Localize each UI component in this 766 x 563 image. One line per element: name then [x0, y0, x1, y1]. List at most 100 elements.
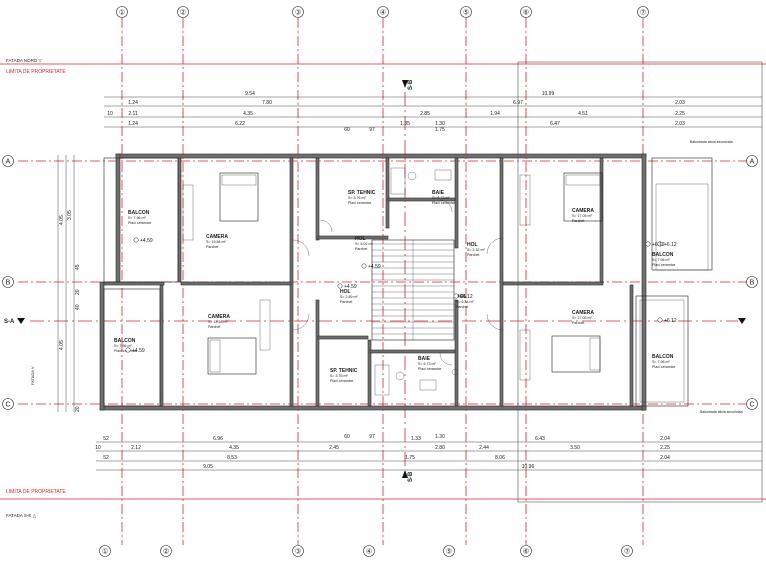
room-area: S= 7.96 m²: [128, 216, 146, 220]
room-finish: Placi ceramice: [114, 349, 137, 353]
grid-lines: [18, 18, 748, 545]
walls: [99, 153, 647, 411]
dim-bot-r3-2: 1.75: [405, 455, 415, 461]
room-area: S= 17.05 m²: [572, 316, 592, 320]
axis-label-B-left: B: [6, 280, 11, 287]
dim-top-r2-2: 6.97: [513, 100, 523, 106]
dim-top-r4-4: 6.47: [550, 121, 560, 127]
room-area: S= 7.96 m²: [652, 360, 670, 364]
dim-bot-r1-5: 2.04: [660, 436, 670, 442]
dim-top-r4-1: 6.22: [235, 121, 245, 127]
level-symbol: [133, 237, 139, 243]
dim-bot-r3-0: 52: [103, 455, 109, 461]
dim-top-r4-2: 1.35: [400, 121, 410, 127]
dim-top-r3-5: 4.51: [578, 111, 588, 117]
room-finish: Placi ceramice: [128, 221, 151, 225]
room-area: S= 3.76 m²: [348, 196, 366, 200]
section-sa-left: S-A: [4, 319, 15, 325]
dim-top-r2-1: 7.80: [262, 100, 272, 106]
dim-left-6: 20: [75, 406, 81, 412]
dim-top-r1-1: 10.99: [542, 91, 555, 97]
limit-top-label: LIMITA DE PROPRIETATE: [6, 69, 66, 75]
dim-bot-r2-2: 4.35: [229, 445, 239, 451]
dim-bot-r2-1: 2.12: [131, 445, 141, 451]
level-value: +4.59: [368, 264, 381, 270]
room-name: CAMERA: [208, 314, 230, 320]
section-markers: S-B S-B S-A FATADA V: [4, 79, 746, 482]
room-name: SP. TEHNIC: [330, 368, 358, 374]
room-finish: Parchet: [456, 305, 468, 309]
dim-bot-r2-5: 3.50: [570, 445, 580, 451]
room-name: HOL: [355, 236, 366, 242]
room-area: S= 17.05 m²: [572, 214, 592, 218]
room-area: S= 6.02 m²: [355, 242, 373, 246]
fatada-v-label: FATADA V: [30, 366, 35, 385]
dim-bot-r2-3: 2.45: [329, 445, 339, 451]
axis-label-3: ③: [295, 9, 301, 17]
furniture: [182, 167, 603, 396]
room-area: S= 19.58 m²: [208, 320, 228, 324]
level-value: +6.12: [460, 294, 473, 300]
axis-label-4: ④: [380, 9, 386, 17]
room-finish: Parchet: [340, 300, 352, 304]
room-name: SP. TEHNIC: [348, 190, 376, 196]
room-finish: Parchet: [572, 219, 584, 223]
axis-label-5: ⑤: [463, 9, 469, 17]
dim-bot-r3-1: 8.53: [227, 455, 237, 461]
dim-top-r3-2: 4.35: [243, 111, 253, 117]
room-name: BAIE: [432, 190, 445, 196]
dim-bot-r1-0: 52: [103, 436, 109, 442]
dim-bot-r3-3: 8.06: [495, 455, 505, 461]
room-area: S= 7.96 m²: [114, 344, 132, 348]
axis-bubbles-top: ① ② ③ ④ ⑤ ⑥ ⑦: [116, 6, 649, 18]
fatada-bottom-label: FATADA S-E △: [6, 513, 37, 518]
level-value: +6.12: [664, 318, 677, 324]
level-symbol: [337, 283, 343, 289]
axis-label-5-bottom: ⑤: [446, 548, 452, 556]
room-area: S= 6.73 m²: [432, 196, 450, 200]
room-area: S= 19.58 m²: [206, 240, 226, 244]
dim-bot-r2-6: 2.25: [660, 445, 670, 451]
room-name: HOL: [340, 289, 351, 295]
room-finish: Placi ceramice: [348, 201, 371, 205]
dim-top-r4-5: 2.03: [675, 121, 685, 127]
dim-top-r4-0: 1.24: [128, 121, 138, 127]
axis-label-C-left: C: [5, 402, 10, 409]
axis-label-7: ⑦: [640, 9, 646, 17]
dim-bot-r0-1: 97: [369, 434, 375, 440]
axis-label-3-bottom: ③: [295, 548, 301, 556]
staircase: [371, 239, 455, 341]
level-value: +6.12: [652, 242, 665, 248]
axis-label-A-left: A: [6, 159, 11, 166]
axis-label-A-right: A: [750, 159, 755, 166]
dim-left-5: 4.05: [59, 340, 65, 350]
dimension-chain-top: 9.54 10.99 1.24 7.80 6.97 2.03 10 2.11 4…: [104, 91, 762, 133]
property-limits: FATADA NORD ▽ LIMITA DE PROPRIETATE LIMI…: [0, 58, 766, 518]
dim-bot-r1-1: 6.96: [213, 436, 223, 442]
room-finish: Placi ceramice: [330, 379, 353, 383]
room-name: BALCON: [114, 338, 136, 344]
dim-top-r3-0: 10: [107, 111, 113, 117]
axis-label-B-right: B: [750, 280, 755, 287]
dim-left-2: 45: [75, 264, 81, 270]
room-name: CAMERA: [206, 234, 228, 240]
axis-label-2: ②: [180, 9, 186, 17]
axis-label-6-bottom: ⑥: [523, 548, 529, 556]
dim-bot-r4-0: 9.05: [203, 464, 213, 470]
dim-top-r1-0: 9.54: [245, 91, 255, 97]
axis-label-2-bottom: ②: [163, 548, 169, 556]
dimension-chain-bottom: 60 97 1.30 52 6.96 1.33 2.80 6.43 2.04 1…: [95, 434, 762, 471]
axis-bubbles-bottom: ① ② ③ ④ ⑤ ⑥ ⑦: [99, 545, 633, 557]
room-name: BALCON: [652, 354, 674, 360]
room-name: HOL: [456, 294, 467, 300]
dim-top-r5-2: 1.75: [435, 127, 445, 133]
room-area: S= 2.89 m²: [340, 295, 358, 299]
note-balustrada-top: Balustrada sticla securizata: [690, 140, 733, 144]
